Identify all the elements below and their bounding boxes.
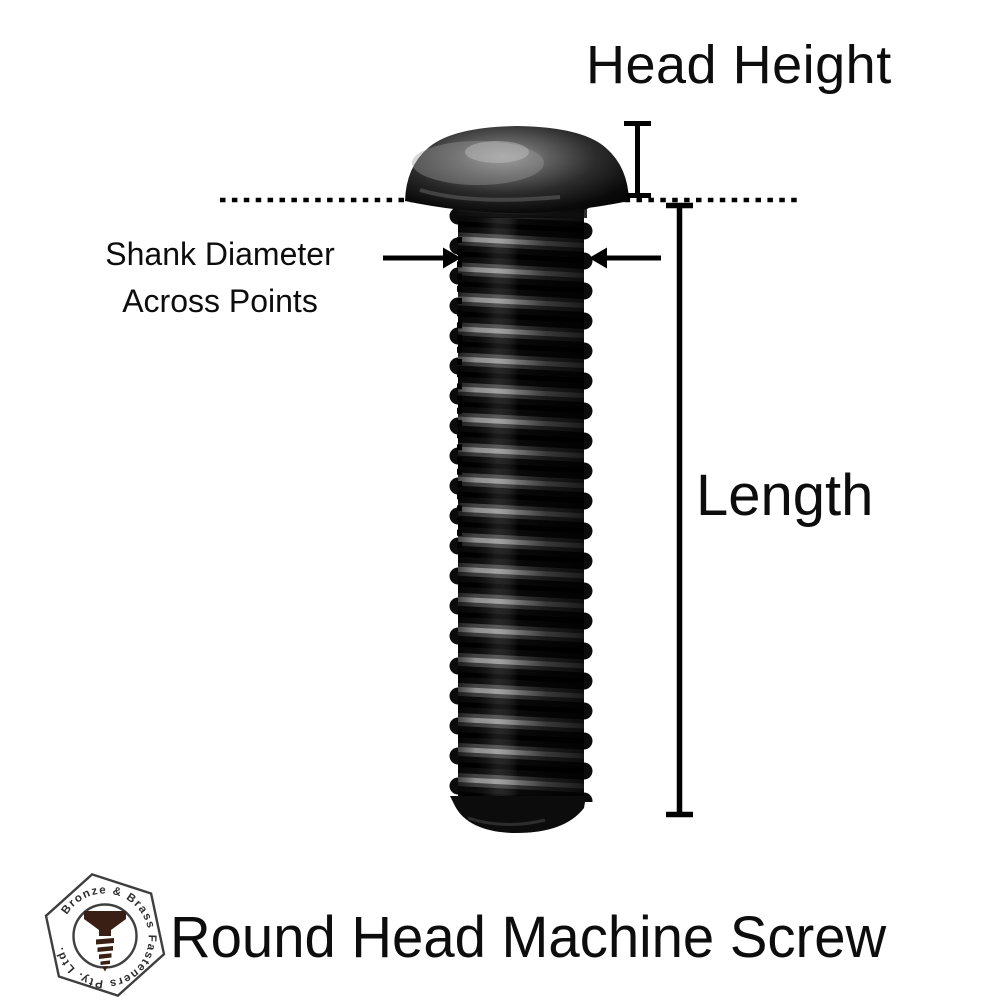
head-height-label: Head Height <box>586 35 892 95</box>
length-dimension <box>666 202 693 818</box>
screw-photo <box>405 126 629 834</box>
screw-tip <box>450 796 586 834</box>
page-title: Round Head Machine Screw <box>170 905 887 970</box>
shank-diameter-label: Shank Diameter Across Points <box>85 231 355 325</box>
arrow-left-icon <box>589 247 661 269</box>
shank-diameter-label-line1: Shank Diameter <box>105 236 335 272</box>
flathead-screw-icon <box>84 911 126 972</box>
arrow-right-icon <box>383 247 461 269</box>
brand-logo: Bronze & Brass Fasteners Pty. Ltd. <box>44 873 166 997</box>
head-height-dimension <box>624 121 651 198</box>
screw-shank <box>444 202 598 834</box>
length-label: Length <box>696 463 874 528</box>
screw-head <box>405 126 629 213</box>
shank-diameter-arrows <box>383 247 661 269</box>
shank-diameter-label-line2: Across Points <box>122 283 318 319</box>
